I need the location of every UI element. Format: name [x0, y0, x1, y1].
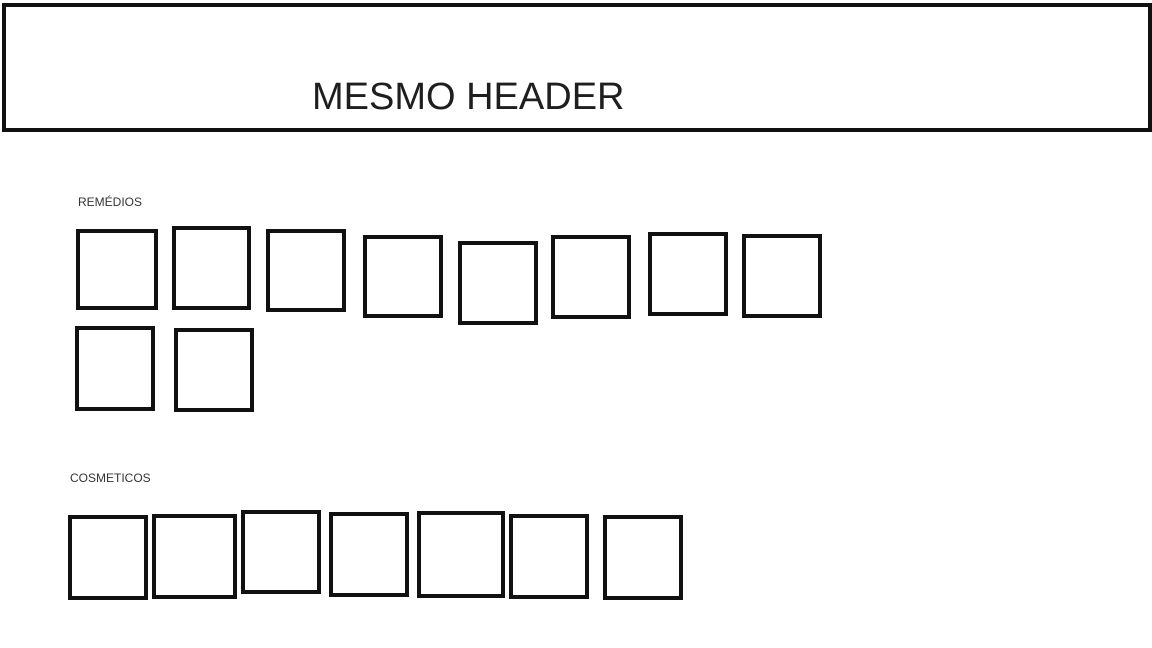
product-tile[interactable] [329, 512, 409, 597]
product-tile[interactable] [551, 235, 631, 319]
product-tile[interactable] [241, 510, 321, 594]
product-tile[interactable] [742, 234, 822, 318]
product-tile[interactable] [603, 515, 683, 600]
product-tile[interactable] [76, 229, 158, 310]
product-tile[interactable] [174, 328, 254, 412]
product-tile[interactable] [509, 514, 589, 599]
product-tile[interactable] [417, 511, 505, 598]
product-tile[interactable] [68, 515, 148, 600]
section-label-cosmeticos: COSMETICOS [70, 471, 151, 485]
product-tile[interactable] [152, 514, 237, 599]
product-tile[interactable] [458, 241, 538, 325]
product-tile[interactable] [363, 235, 443, 318]
header-title: MESMO HEADER [312, 76, 625, 118]
section-label-remedios: REMÉDIOS [78, 195, 143, 209]
product-tile[interactable] [648, 232, 728, 316]
product-tile[interactable] [75, 326, 155, 411]
product-tile[interactable] [266, 229, 346, 312]
page-header: MESMO HEADER [2, 3, 1152, 132]
product-tile[interactable] [172, 226, 251, 310]
